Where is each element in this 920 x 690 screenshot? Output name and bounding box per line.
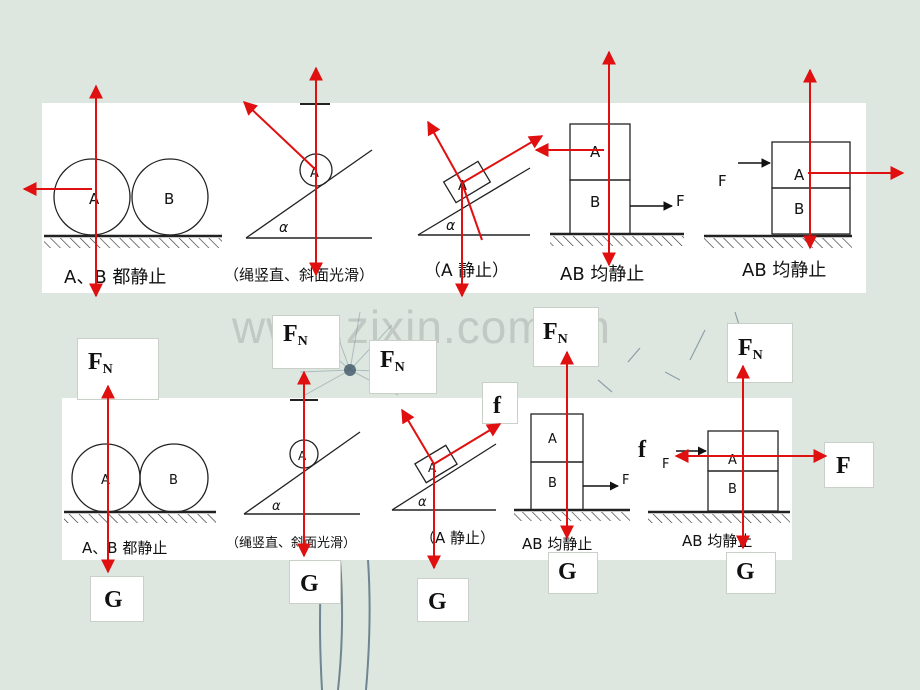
block-a-label: A bbox=[728, 453, 737, 468]
applied-force-label: F bbox=[836, 453, 851, 479]
bottom-scene-block-incline bbox=[391, 443, 497, 511]
angle-label: α bbox=[446, 218, 456, 234]
ball-b-label: B bbox=[164, 190, 174, 208]
block-a-label: A bbox=[548, 432, 557, 447]
caption: AB 均静止 bbox=[742, 260, 826, 281]
bottom-scene-stacked-blocks-1 bbox=[514, 413, 630, 521]
top-force-arrows bbox=[22, 50, 905, 298]
gravity-label: G bbox=[558, 559, 577, 585]
top-scene-two-balls bbox=[44, 158, 222, 248]
caption: AB 均静止 bbox=[522, 535, 592, 553]
friction-label: f bbox=[493, 393, 501, 419]
ball-a-label: A bbox=[310, 166, 319, 181]
top-scene-block-incline bbox=[417, 160, 531, 236]
caption: A、B 都静止 bbox=[82, 539, 167, 557]
angle-label: α bbox=[418, 495, 427, 510]
gravity-label: G bbox=[300, 571, 319, 597]
applied-force-label: F bbox=[622, 473, 629, 488]
fn-label-box bbox=[272, 315, 340, 369]
ball-b-label: B bbox=[169, 473, 178, 488]
f-label-box bbox=[482, 382, 518, 424]
caption: （绳竖直、斜面光滑） bbox=[226, 536, 356, 551]
caption: （A 静止） bbox=[420, 529, 495, 547]
g-label-box bbox=[417, 578, 469, 622]
bottom-diagram-panel bbox=[62, 398, 792, 560]
bottom-force-arrows bbox=[101, 350, 828, 574]
g-label-box bbox=[726, 552, 776, 594]
gravity-label: G bbox=[428, 589, 447, 615]
normal-force-label: FN bbox=[88, 349, 113, 377]
gravity-label: G bbox=[104, 587, 123, 613]
applied-force-label: F bbox=[718, 172, 727, 190]
caption: AB 均静止 bbox=[682, 532, 752, 550]
ball-a-label: A bbox=[298, 449, 307, 463]
normal-force-label: FN bbox=[380, 347, 405, 375]
friction-label: f bbox=[638, 437, 646, 463]
bottom-scene-stacked-blocks-2 bbox=[648, 430, 790, 523]
caption: A、B 都静止 bbox=[64, 267, 166, 288]
caption: （绳竖直、斜面光滑） bbox=[224, 266, 374, 284]
normal-force-label: FN bbox=[738, 335, 763, 363]
block-a-label: A bbox=[794, 166, 805, 184]
top-scene-hanging-ball bbox=[245, 103, 373, 239]
normal-force-label: FN bbox=[543, 319, 568, 347]
g-label-box bbox=[289, 560, 341, 604]
block-b-label: B bbox=[590, 193, 600, 211]
f-label-box bbox=[824, 442, 874, 488]
top-scene-stacked-blocks-1 bbox=[550, 123, 684, 246]
gravity-label: G bbox=[736, 559, 755, 585]
block-b-label: B bbox=[794, 200, 804, 218]
normal-force-label: FN bbox=[283, 321, 308, 349]
ball-a-label: A bbox=[89, 190, 100, 208]
applied-force-label: F bbox=[662, 457, 669, 472]
block-a-label: A bbox=[590, 143, 601, 161]
block-b-label: B bbox=[728, 482, 737, 497]
fn-label-box bbox=[533, 307, 599, 367]
angle-label: α bbox=[279, 220, 289, 236]
block-a-label: A bbox=[428, 461, 437, 475]
fn-label-box bbox=[369, 340, 437, 394]
angle-label: α bbox=[272, 499, 281, 514]
top-scene-stacked-blocks-2 bbox=[704, 141, 852, 248]
ball-a-label: A bbox=[101, 473, 110, 488]
caption: AB 均静止 bbox=[560, 264, 644, 285]
block-b-label: B bbox=[548, 476, 557, 491]
fn-label-box bbox=[77, 338, 159, 400]
g-label-box bbox=[90, 576, 144, 622]
bottom-scene-two-balls bbox=[64, 443, 216, 523]
g-label-box bbox=[548, 552, 598, 594]
caption: （A 静止） bbox=[424, 261, 509, 281]
applied-force-label: F bbox=[676, 192, 685, 210]
